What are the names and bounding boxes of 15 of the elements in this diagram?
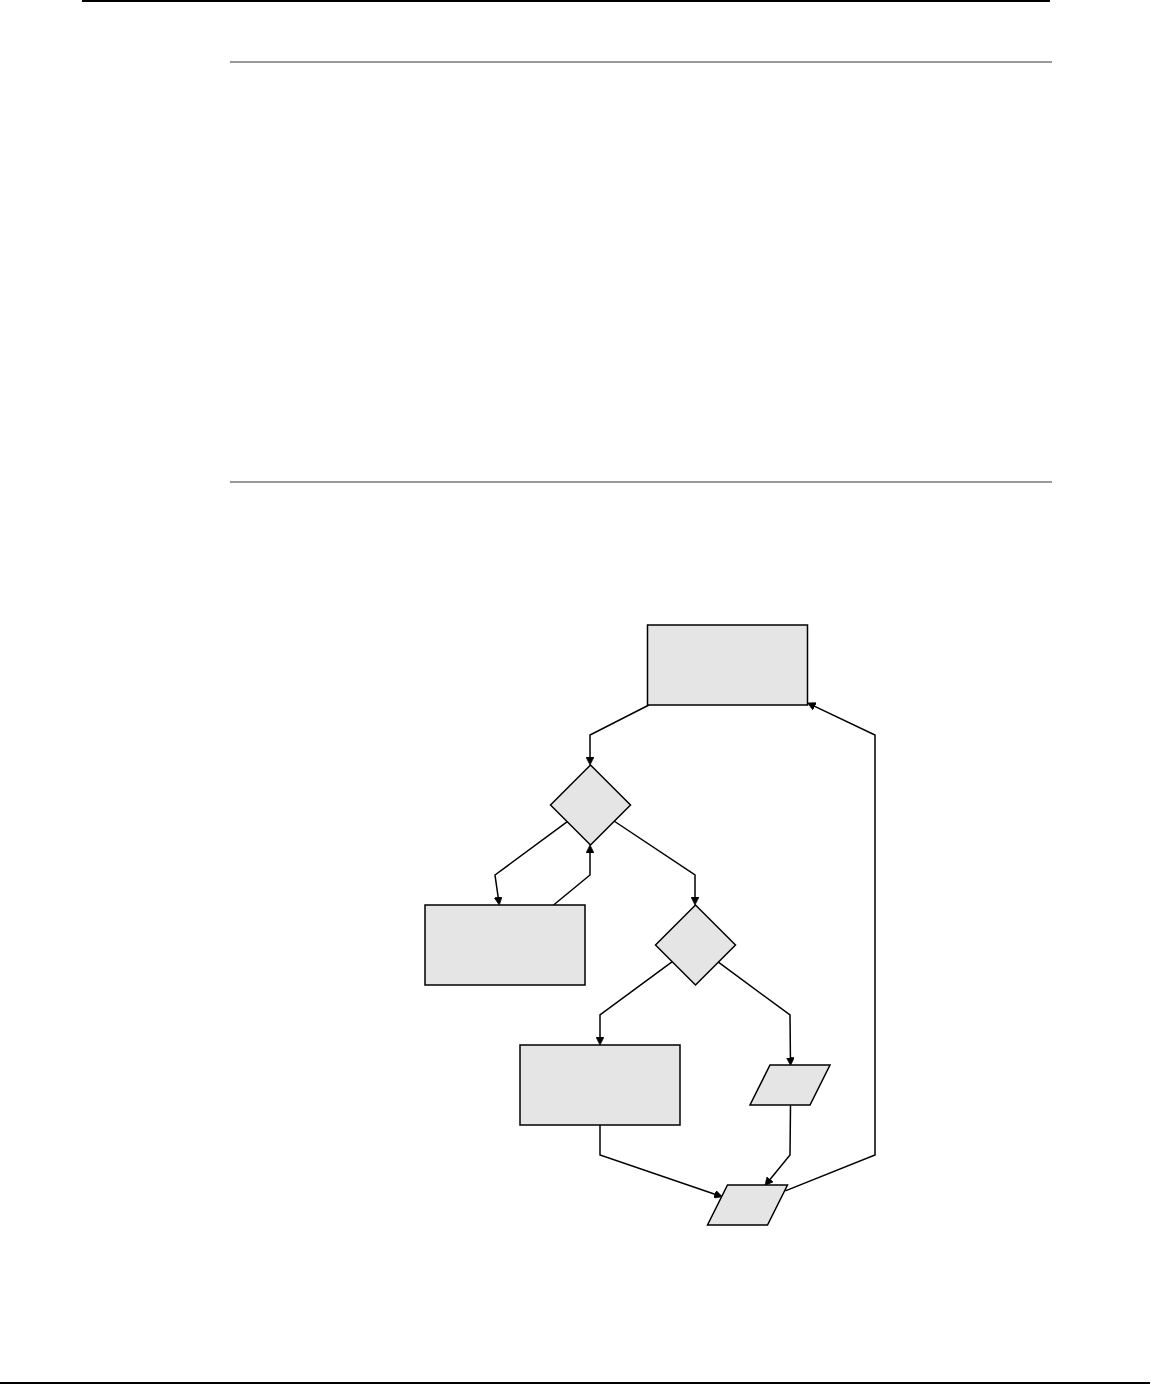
arrow (717, 961, 795, 1066)
node-diamond (549, 763, 632, 847)
arrow (493, 821, 568, 906)
node-box (519, 1044, 681, 1126)
node-parallelogram (748, 1064, 832, 1106)
arrow (599, 1124, 723, 1199)
arrow (585, 704, 650, 766)
node-box (646, 624, 809, 706)
arrow (613, 820, 700, 906)
node-box (424, 904, 586, 986)
arrow (595, 961, 673, 1046)
arrow (784, 702, 876, 1192)
node-diamond (654, 903, 737, 987)
arrow (552, 844, 595, 906)
node-parallelogram (706, 1184, 789, 1226)
